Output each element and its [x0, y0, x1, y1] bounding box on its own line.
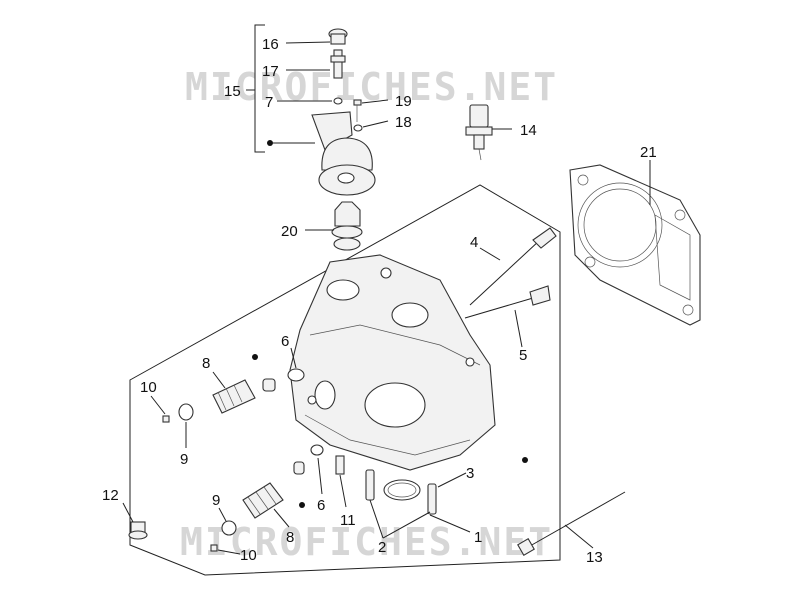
- assembly-outline: [129, 184, 561, 576]
- leader-lines: [122, 41, 651, 555]
- plug: [128, 521, 148, 540]
- callout-18: 18: [395, 114, 412, 131]
- callout-15: 15: [224, 83, 241, 100]
- callout-16: 16: [262, 36, 279, 53]
- callout-2: 2: [378, 539, 386, 556]
- watermark-top: MICROFICHES.NET: [185, 65, 558, 109]
- head-gasket: [569, 164, 701, 326]
- callout-5: 5: [519, 347, 527, 364]
- washer-7: [333, 97, 343, 105]
- screw-19: [353, 99, 362, 122]
- exhaust-valve: [464, 285, 551, 319]
- stud-bolt: [517, 491, 626, 556]
- bleed-screw-cap: [328, 28, 348, 45]
- callout-1: 1: [474, 529, 482, 546]
- thermostat: [331, 201, 363, 251]
- callout-19: 19: [395, 93, 412, 110]
- callout-21: 21: [640, 144, 657, 161]
- valve-seal-upper: [262, 378, 276, 392]
- small-spring: [335, 455, 345, 475]
- callout-11: 11: [340, 512, 356, 529]
- spring-retainer-upper: [178, 403, 194, 421]
- valve-retainer-6-lower: [310, 444, 324, 456]
- callout-8-upper: 8: [202, 355, 210, 372]
- spring-retainer-lower: [221, 520, 237, 536]
- callout-9-upper: 9: [180, 451, 188, 468]
- callout-9-lower: 9: [212, 492, 220, 509]
- callout-10-upper: 10: [140, 379, 157, 396]
- valve-keeper-lower: [210, 544, 218, 552]
- callout-13: 13: [586, 549, 603, 566]
- thermostat-cover: [311, 111, 376, 196]
- callout-12: 12: [102, 487, 119, 504]
- callout-4: 4: [470, 234, 478, 251]
- washer-18: [353, 124, 363, 132]
- valve-retainer-6-upper: [287, 368, 305, 382]
- callout-17: 17: [262, 63, 279, 80]
- temperature-sensor: [465, 104, 493, 161]
- callout-7: 7: [265, 94, 273, 111]
- callout-8-lower: 8: [286, 529, 294, 546]
- callout-6-upper: 6: [281, 333, 289, 350]
- valve-keeper-upper: [162, 415, 170, 423]
- callout-20: 20: [281, 223, 298, 240]
- valve-seal-lower: [293, 461, 305, 475]
- cylinder-head: [289, 254, 496, 471]
- callout-3: 3: [466, 465, 474, 482]
- valve-spring-upper: [212, 379, 256, 414]
- callout-6-lower: 6: [317, 497, 325, 514]
- callout-14: 14: [520, 122, 537, 139]
- reference-dots: [252, 140, 528, 508]
- bleed-screw: [330, 49, 346, 79]
- valve-spring-lower: [242, 482, 284, 519]
- callout-10-lower: 10: [240, 547, 257, 564]
- watermark-bottom: MICROFICHES.NET: [180, 520, 553, 564]
- group-15-bracket: [254, 24, 265, 153]
- intake-valve: [469, 227, 557, 306]
